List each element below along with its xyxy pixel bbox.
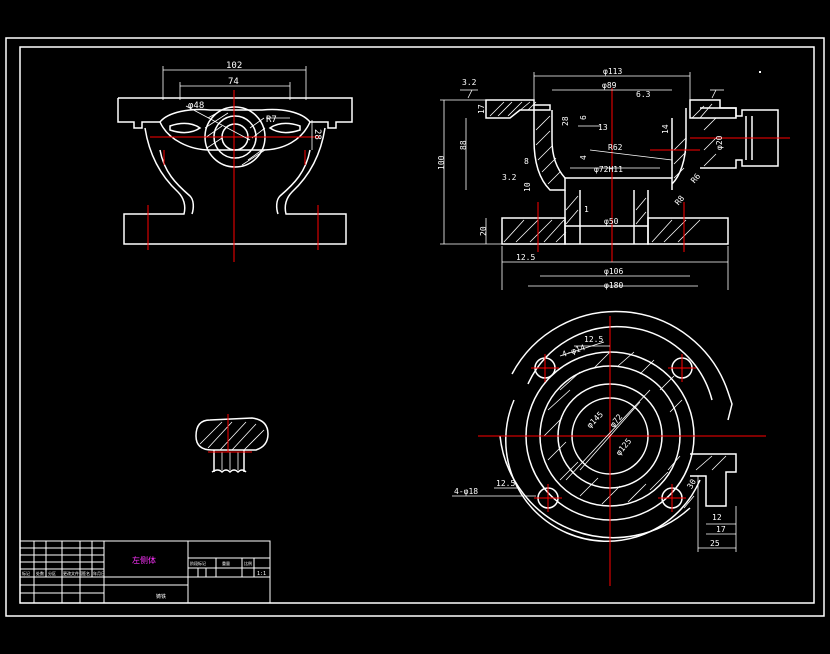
dim-3-2-a: 3.2	[462, 78, 477, 87]
dim-17: 17	[477, 104, 486, 114]
dim-3-2-b: 3.2	[502, 173, 517, 182]
hdr-scale: 比例	[244, 560, 252, 566]
dim-phi106: φ106	[604, 267, 623, 276]
material: 铸铁	[156, 593, 166, 600]
dim-74: 74	[228, 77, 239, 87]
hdr-sign: 签名	[82, 570, 90, 576]
dim-phi50: φ50	[604, 217, 619, 226]
dim-phi89: φ89	[602, 81, 617, 90]
hdr-stage: 阶段标记	[190, 560, 206, 566]
hdr-zone: 分区	[48, 570, 56, 576]
dim-8: 8	[524, 157, 529, 166]
front-section	[485, 99, 779, 245]
dim-28-front: 28	[561, 116, 570, 126]
dim-88: 88	[459, 140, 468, 150]
dim-12-5-c: 12.5	[496, 479, 515, 488]
dim-r7: R7	[266, 115, 277, 125]
rib-detail	[195, 417, 269, 474]
title-block	[19, 540, 271, 604]
inner-border	[19, 46, 815, 604]
dim-12: 12	[712, 513, 722, 522]
dim-102: 102	[226, 61, 242, 71]
hdr-date: 年月日	[93, 570, 105, 576]
dim-30: 30	[685, 477, 698, 490]
dim-10: 10	[523, 182, 532, 192]
dim-14: 14	[661, 124, 670, 134]
dim-20: 20	[479, 226, 488, 236]
dim-28: 28	[312, 129, 322, 140]
dim-phi48: φ48	[188, 101, 204, 111]
hdr-mark: 标记	[22, 570, 30, 576]
dim-17-b: 17	[716, 525, 726, 534]
dim-6-3: 6.3	[636, 90, 651, 99]
hdr-change: 更改文件号	[63, 570, 83, 576]
scale-value: 1:1	[257, 571, 266, 577]
dim-phi113: φ113	[603, 67, 622, 76]
hdr-weight: 重量	[222, 560, 230, 566]
dim-6: 6	[579, 115, 588, 120]
dim-4: 4	[579, 155, 588, 160]
outer-border	[5, 37, 825, 617]
part-name: 左侧体	[132, 555, 156, 565]
dim-phi20: φ20	[715, 135, 724, 150]
dim-25: 25	[710, 539, 720, 548]
hdr-count: 处数	[36, 570, 44, 576]
dim-13: 13	[598, 123, 608, 132]
dim-12-5-b: 12.5	[584, 335, 603, 344]
dim-100: 100	[437, 155, 446, 170]
dim-phi72h11: φ72H11	[594, 165, 623, 174]
dim-r62: R62	[608, 143, 623, 152]
dim-1: 1	[584, 205, 589, 214]
dim-phi180: φ180	[604, 281, 623, 290]
dim-4-phi18: 4-φ18	[454, 487, 478, 496]
dim-12-5-a: 12.5	[516, 253, 535, 262]
